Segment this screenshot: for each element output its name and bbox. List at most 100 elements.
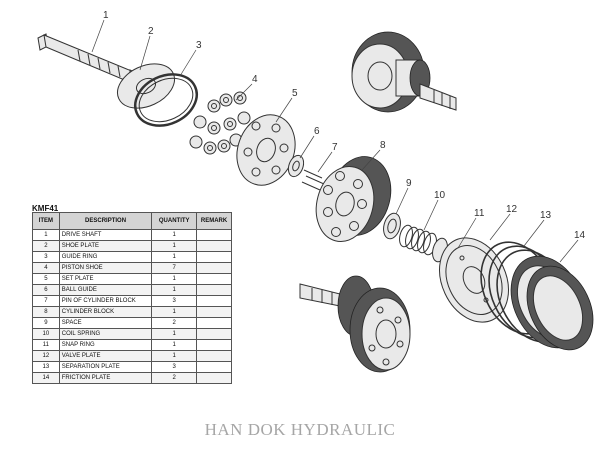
assembled-view-bottom bbox=[299, 275, 411, 373]
cell-remark bbox=[196, 229, 232, 241]
cell-item: 8 bbox=[32, 306, 60, 318]
cylinder-pin-part bbox=[301, 169, 325, 191]
brand-footer: HAN DOK HYDRAULIC bbox=[204, 420, 396, 439]
callout-5: 5 bbox=[292, 88, 298, 99]
cell-quantity: 2 bbox=[151, 372, 198, 384]
callout-3: 3 bbox=[196, 40, 202, 51]
cell-description: SEPARATION PLATE bbox=[58, 361, 153, 373]
cell-remark bbox=[196, 350, 232, 362]
cell-remark bbox=[196, 306, 232, 318]
cell-remark bbox=[196, 328, 232, 340]
cell-item: 3 bbox=[32, 251, 60, 263]
callout-1: 1 bbox=[103, 10, 109, 21]
cell-quantity: 1 bbox=[151, 339, 198, 351]
cell-item: 14 bbox=[32, 372, 60, 384]
cell-remark bbox=[196, 295, 232, 307]
header-remark: REMARK bbox=[196, 212, 232, 230]
cell-description: BALL GUIDE bbox=[58, 284, 153, 296]
cell-remark bbox=[196, 273, 232, 285]
callout-14: 14 bbox=[574, 230, 586, 241]
cylinder-block-part bbox=[315, 156, 392, 242]
header-quantity: QUANTITY bbox=[151, 212, 198, 230]
cell-quantity: 1 bbox=[151, 251, 198, 263]
cell-item: 5 bbox=[32, 273, 60, 285]
cell-description: CYLINDER BLOCK bbox=[58, 306, 153, 318]
cell-description: GUIDE RING bbox=[58, 251, 153, 263]
coil-spring-part bbox=[399, 224, 448, 263]
cell-remark bbox=[196, 262, 232, 274]
cell-remark bbox=[196, 240, 232, 252]
cell-quantity: 1 bbox=[151, 273, 198, 285]
cell-description: SNAP RING bbox=[58, 339, 153, 351]
cell-description: PIN OF CYLINDER BLOCK bbox=[58, 295, 153, 307]
cell-item: 12 bbox=[32, 350, 60, 362]
cell-description: SHOE PLATE bbox=[58, 240, 153, 252]
cell-quantity: 1 bbox=[151, 328, 198, 340]
friction-plate-part bbox=[510, 255, 594, 351]
callout-9: 9 bbox=[406, 178, 412, 189]
cell-quantity: 7 bbox=[151, 262, 198, 274]
cell-description: COIL SPRING bbox=[58, 328, 153, 340]
cell-remark bbox=[196, 372, 232, 384]
table-header-row: ITEM DESCRIPTION QUANTITY REMARK bbox=[32, 212, 232, 230]
cell-description: SET PLATE bbox=[58, 273, 153, 285]
cell-description: PISTON SHOE bbox=[58, 262, 153, 274]
piston-shoe-part bbox=[189, 91, 251, 155]
callout-12: 12 bbox=[506, 204, 518, 215]
cell-description: FRICTION PLATE bbox=[58, 372, 153, 384]
callout-6: 6 bbox=[314, 126, 320, 137]
cell-quantity: 1 bbox=[151, 229, 198, 241]
cell-description: VALVE PLATE bbox=[58, 350, 153, 362]
cell-item: 10 bbox=[32, 328, 60, 340]
cell-quantity: 1 bbox=[151, 284, 198, 296]
cell-item: 13 bbox=[32, 361, 60, 373]
header-description: DESCRIPTION bbox=[58, 212, 153, 230]
cell-remark bbox=[196, 284, 232, 296]
cell-item: 9 bbox=[32, 317, 60, 329]
valve-plate-part bbox=[439, 237, 509, 323]
cell-item: 1 bbox=[32, 229, 60, 241]
assembled-view-top bbox=[351, 31, 457, 113]
cell-quantity: 1 bbox=[151, 350, 198, 362]
model-title: KMF41 bbox=[32, 204, 59, 213]
callout-2: 2 bbox=[148, 26, 154, 37]
cell-remark bbox=[196, 317, 232, 329]
cell-description: SPACE bbox=[58, 317, 153, 329]
header-item: ITEM bbox=[32, 212, 60, 230]
callout-13: 13 bbox=[540, 210, 552, 221]
ball-guide-part bbox=[287, 154, 305, 178]
cell-remark bbox=[196, 251, 232, 263]
cell-quantity: 1 bbox=[151, 306, 198, 318]
callout-8: 8 bbox=[380, 140, 386, 151]
callout-11: 11 bbox=[474, 208, 485, 219]
cell-remark bbox=[196, 339, 232, 351]
guide-ring-part bbox=[134, 73, 198, 127]
callout-4: 4 bbox=[252, 74, 258, 85]
cell-item: 2 bbox=[32, 240, 60, 252]
cell-quantity: 3 bbox=[151, 295, 198, 307]
cell-item: 4 bbox=[32, 262, 60, 274]
leader-lines bbox=[91, 19, 579, 263]
cell-item: 11 bbox=[32, 339, 60, 351]
cell-quantity: 3 bbox=[151, 361, 198, 373]
callout-7: 7 bbox=[332, 142, 338, 153]
cell-quantity: 2 bbox=[151, 317, 198, 329]
cell-item: 6 bbox=[32, 284, 60, 296]
cell-description: DRIVE SHAFT bbox=[58, 229, 153, 241]
cell-quantity: 1 bbox=[151, 240, 198, 252]
cell-remark bbox=[196, 361, 232, 373]
